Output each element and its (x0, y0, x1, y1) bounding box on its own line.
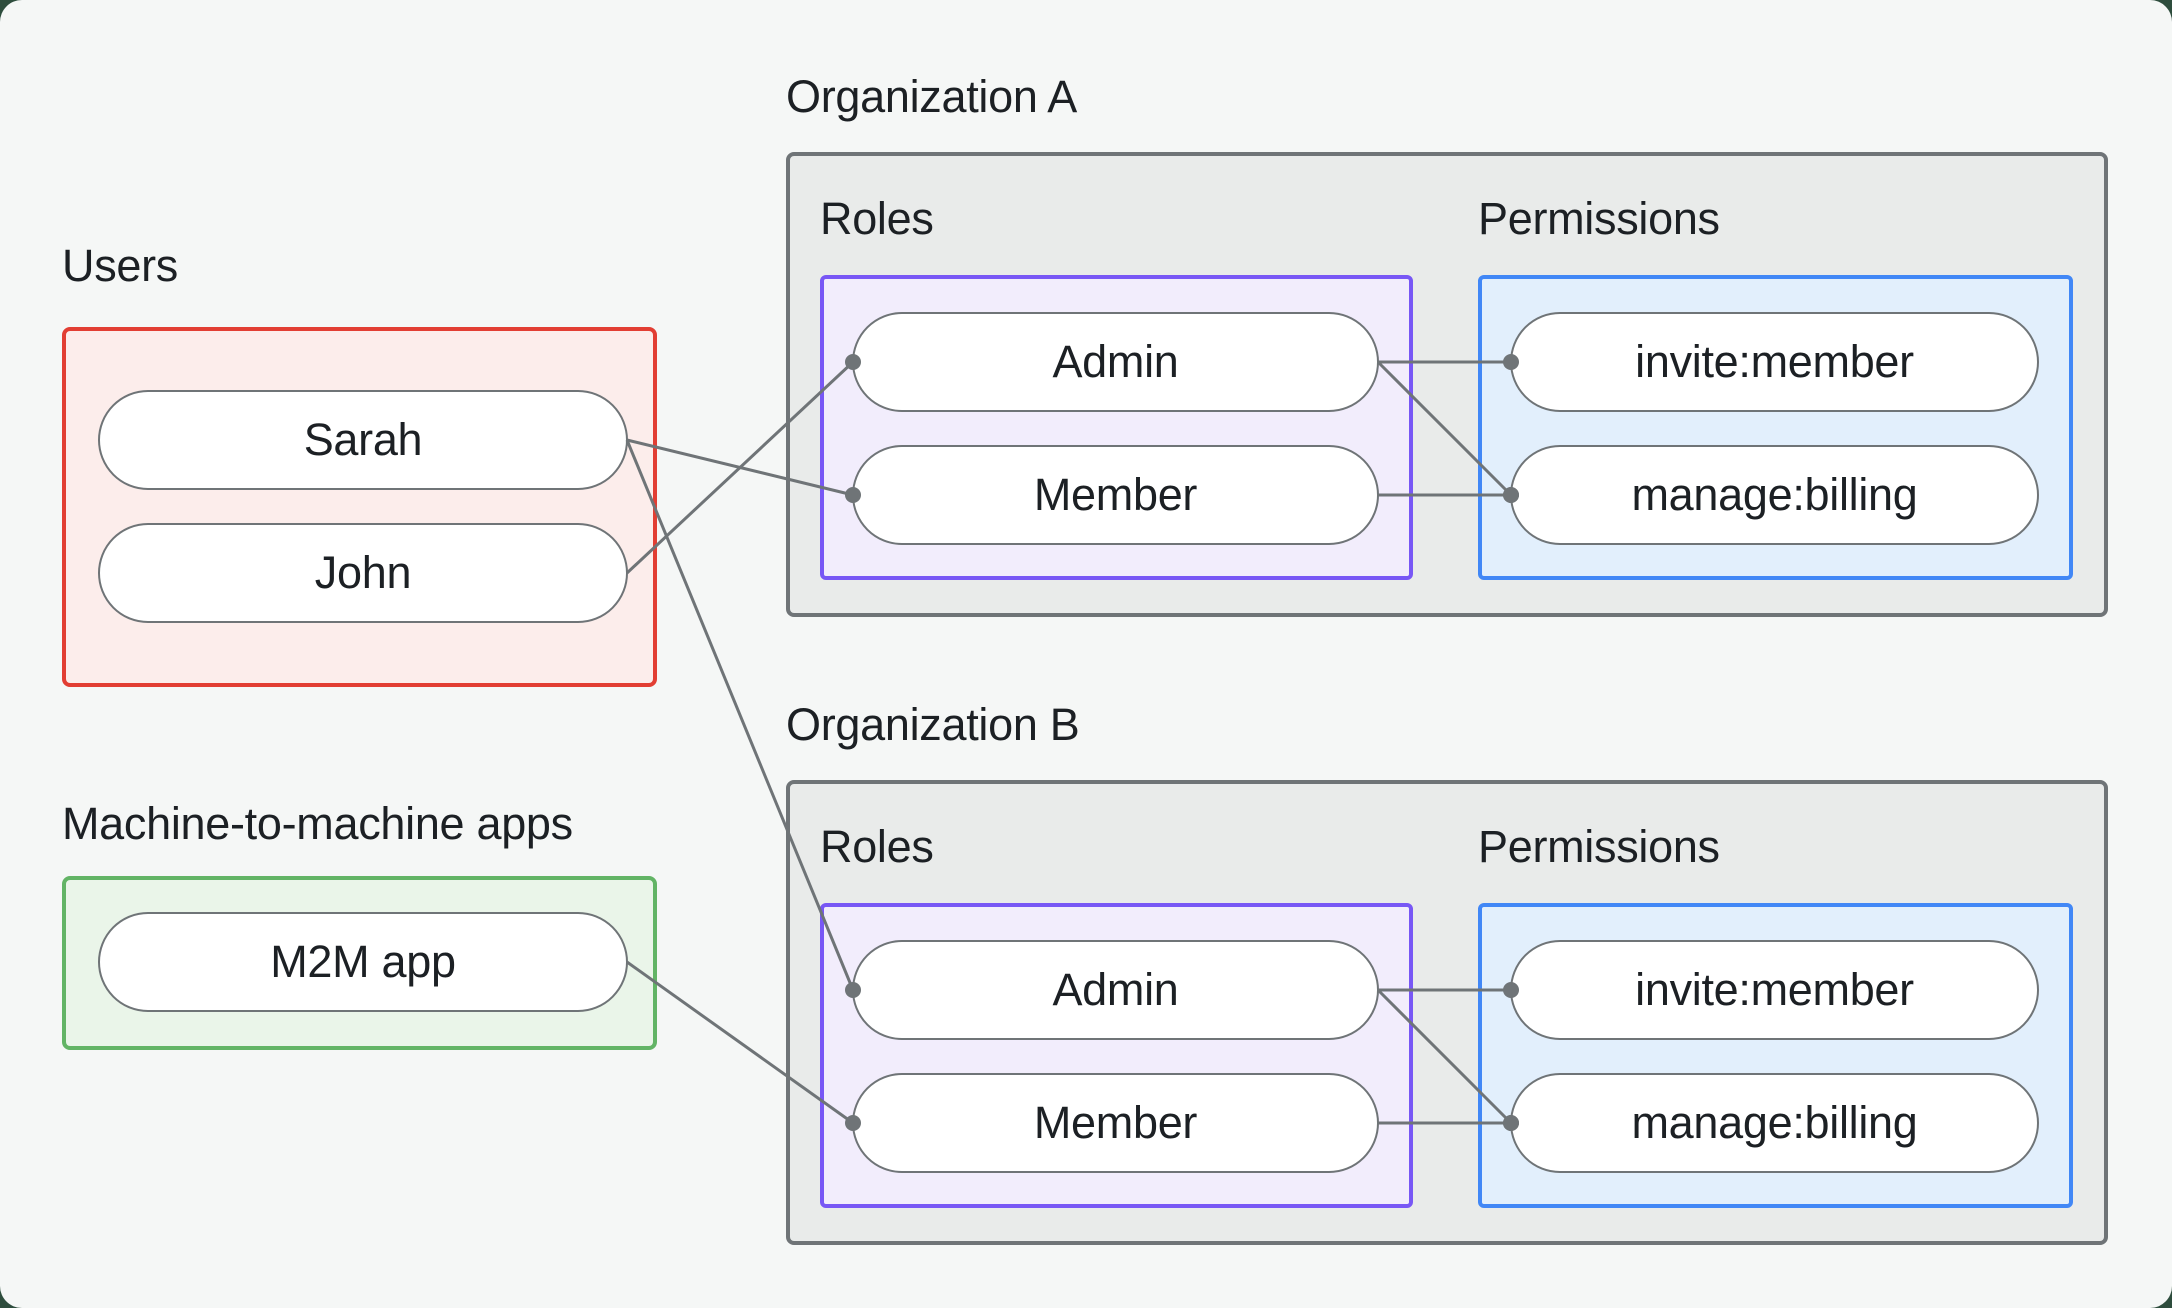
org-a-role-pill-admin: Admin (852, 312, 1379, 412)
org-b-permission-pill-invite-member: invite:member (1510, 940, 2039, 1040)
org-a-permission-pill-invite-member: invite:member (1510, 312, 2039, 412)
user-pill-sarah-label: Sarah (303, 414, 423, 465)
org-b-permission-pill-manage-billing: manage:billing (1510, 1073, 2039, 1173)
org-b-permission-manage-label: manage:billing (1631, 1097, 1918, 1148)
org-b-roles-label: Roles (820, 821, 934, 872)
app-pill-m2m: M2M app (98, 912, 628, 1012)
org-b-title: Organization B (786, 699, 1080, 750)
org-a-title: Organization A (786, 71, 1077, 122)
app-pill-m2m-label: M2M app (270, 936, 456, 987)
org-a-permission-pill-manage-billing: manage:billing (1510, 445, 2039, 545)
user-pill-john-label: John (314, 547, 412, 598)
org-a-role-pill-member: Member (852, 445, 1379, 545)
org-a-role-admin-label: Admin (1052, 336, 1179, 387)
org-b-permission-invite-label: invite:member (1635, 964, 1914, 1015)
m2m-section-label: Machine-to-machine apps (62, 798, 573, 849)
users-group-box (62, 327, 657, 687)
org-a-permission-manage-label: manage:billing (1631, 469, 1918, 520)
org-b-permissions-label: Permissions (1478, 821, 1720, 872)
org-b-role-pill-member: Member (852, 1073, 1379, 1173)
org-a-role-member-label: Member (1033, 469, 1198, 520)
user-pill-john: John (98, 523, 628, 623)
org-b-role-pill-admin: Admin (852, 940, 1379, 1040)
org-a-permissions-label: Permissions (1478, 193, 1720, 244)
org-b-role-member-label: Member (1033, 1097, 1198, 1148)
org-b-role-admin-label: Admin (1052, 964, 1179, 1015)
users-section-label: Users (62, 240, 179, 291)
org-a-permission-invite-label: invite:member (1635, 336, 1914, 387)
user-pill-sarah: Sarah (98, 390, 628, 490)
org-a-roles-label: Roles (820, 193, 934, 244)
